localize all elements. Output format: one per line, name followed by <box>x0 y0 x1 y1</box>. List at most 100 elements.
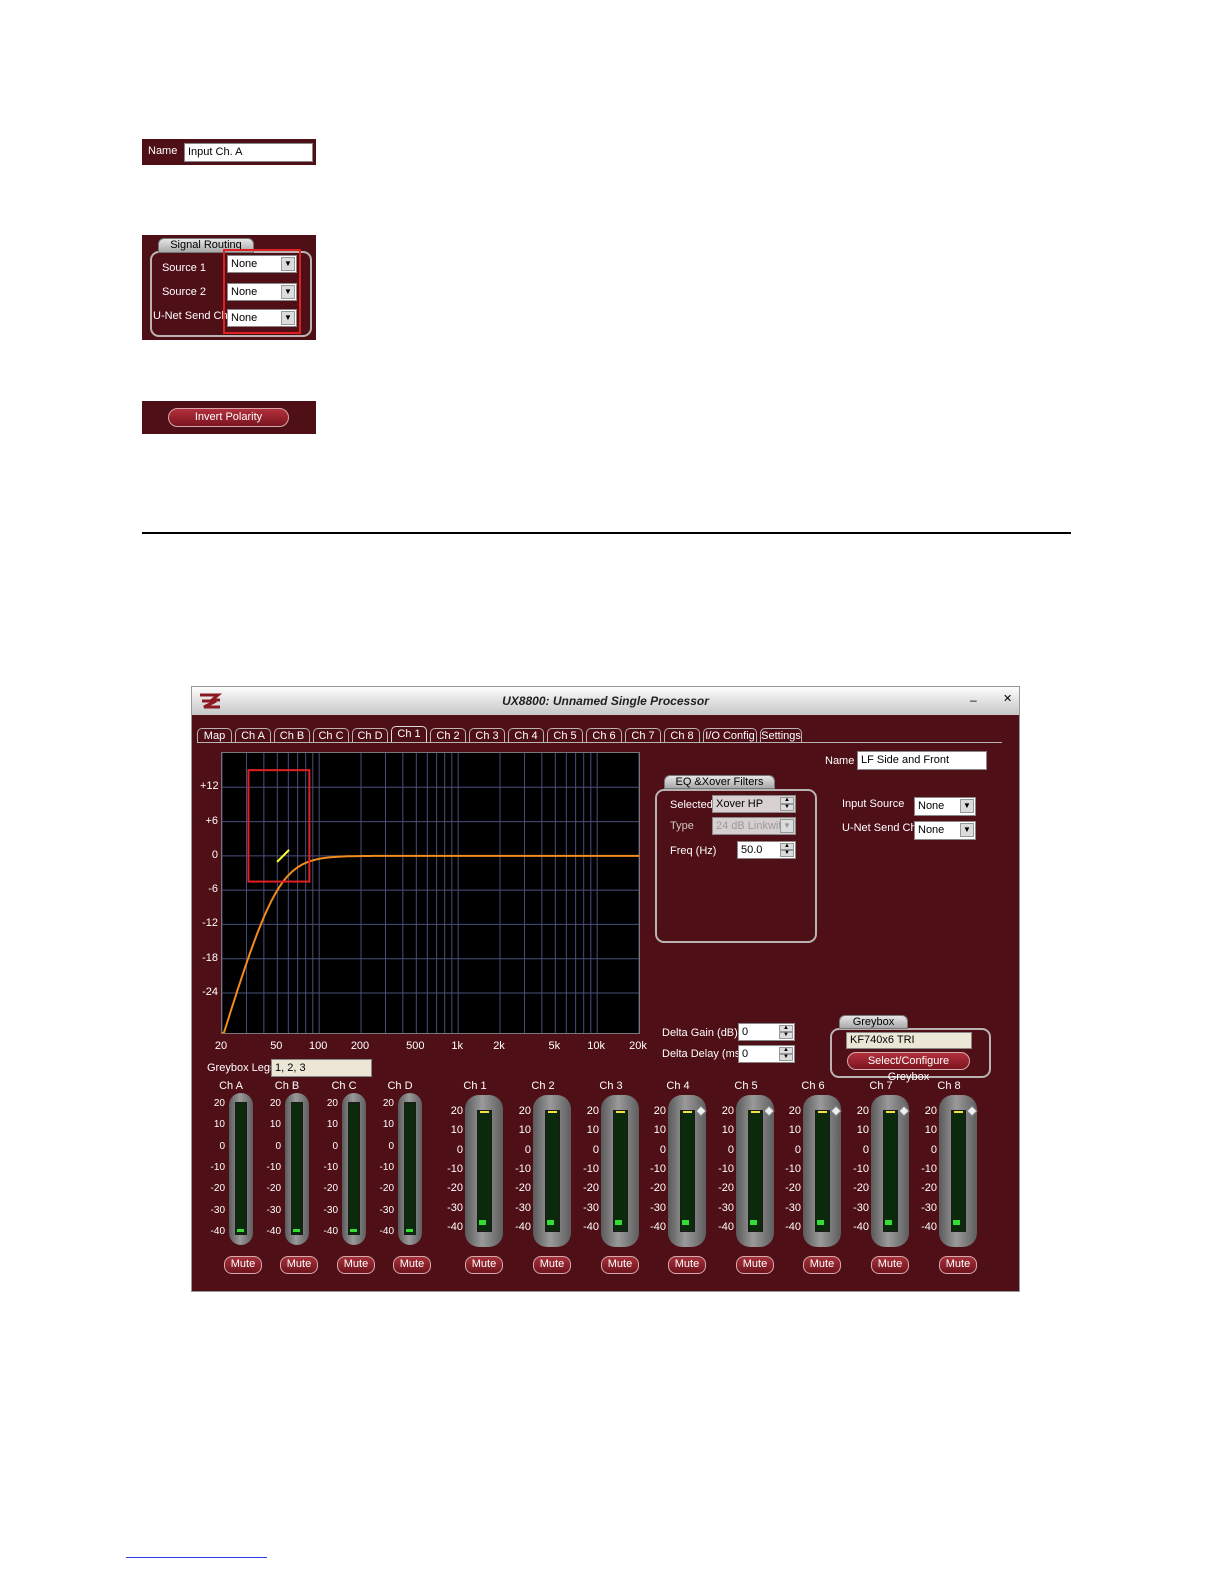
meter-scale-label: -30 <box>210 1204 225 1216</box>
delta-gain-spinner[interactable]: 0 ▲ ▼ <box>738 1023 795 1041</box>
chevron-up-icon[interactable]: ▲ <box>779 1047 793 1054</box>
mute-button-ch-b[interactable]: Mute <box>280 1256 318 1274</box>
tab-ch-1[interactable]: Ch 1 <box>391 726 427 743</box>
delta-delay-spinner[interactable]: 0 ▲ ▼ <box>738 1045 795 1063</box>
close-icon[interactable]: ✕ <box>1003 693 1013 705</box>
channel-name-label: Name <box>825 755 855 767</box>
filter-handle-marker <box>276 849 290 863</box>
mute-button-ch-2[interactable]: Mute <box>533 1256 571 1274</box>
unet-send-value: None <box>231 312 258 324</box>
meter-scale-label: -40 <box>718 1220 734 1233</box>
tab-ch-3[interactable]: Ch 3 <box>469 728 505 743</box>
meter-scale-label: 20 <box>856 1105 869 1117</box>
chevron-up-icon[interactable]: ▲ <box>779 1025 793 1032</box>
x-tick-label: 20k <box>629 1040 647 1052</box>
unet-send-select[interactable]: None ▼ <box>227 309 297 327</box>
mute-button-ch-4[interactable]: Mute <box>668 1256 706 1274</box>
chevron-down-icon[interactable]: ▼ <box>780 819 794 833</box>
meter-scale-label: -30 <box>583 1201 599 1214</box>
chevron-down-icon[interactable]: ▼ <box>780 804 794 811</box>
mute-button-ch-6[interactable]: Mute <box>803 1256 841 1274</box>
y-tick-label: +6 <box>205 814 218 827</box>
meter-channel-label: Ch 5 <box>734 1080 758 1092</box>
freq-spinner[interactable]: 50.0 ▲ ▼ <box>737 841 796 859</box>
meter-level <box>615 1220 622 1225</box>
chevron-down-icon[interactable]: ▼ <box>780 850 794 857</box>
meter-channel-label: Ch 1 <box>463 1080 487 1092</box>
meter-channel-label: Ch 6 <box>801 1080 825 1092</box>
frequency-response-plot[interactable] <box>221 752 640 1034</box>
meter-level <box>237 1229 244 1232</box>
title-bar[interactable]: UX8800: Unnamed Single Processor – ✕ <box>192 687 1019 715</box>
chevron-down-icon[interactable]: ▼ <box>960 823 974 837</box>
meter-scale-label: -10 <box>379 1161 394 1173</box>
chevron-down-icon[interactable]: ▼ <box>281 285 295 299</box>
meter-scale-label: -30 <box>266 1204 281 1216</box>
meter-scale-label: 0 <box>930 1143 937 1156</box>
chevron-down-icon[interactable]: ▼ <box>281 311 295 325</box>
chevron-down-icon[interactable]: ▼ <box>779 1054 793 1061</box>
tab-settings[interactable]: Settings <box>760 728 802 743</box>
eq-xover-group <box>655 789 817 943</box>
tab-ch-8[interactable]: Ch 8 <box>664 728 700 743</box>
meter-scale-label: 0 <box>456 1143 463 1156</box>
meter-scale-label: 10 <box>213 1119 225 1131</box>
meter-scale-label: 10 <box>382 1119 394 1131</box>
name-input[interactable]: Input Ch. A <box>184 143 313 162</box>
tab-i-o-config[interactable]: I/O Config <box>703 728 757 743</box>
meter-scale-label: -40 <box>785 1220 801 1233</box>
mute-button-ch-8[interactable]: Mute <box>939 1256 977 1274</box>
name-label: Name <box>148 145 178 157</box>
chevron-up-icon[interactable]: ▲ <box>780 797 794 804</box>
source-1-select[interactable]: None ▼ <box>227 255 297 273</box>
selected-filter-spinner[interactable]: Xover HP ▲ ▼ <box>712 795 796 813</box>
chevron-up-icon[interactable]: ▲ <box>780 843 794 850</box>
mute-button-ch-d[interactable]: Mute <box>393 1256 431 1274</box>
tab-ch-6[interactable]: Ch 6 <box>586 728 622 743</box>
ux8800-window: UX8800: Unnamed Single Processor – ✕ Map… <box>191 686 1020 1292</box>
mute-button-ch-a[interactable]: Mute <box>224 1256 262 1274</box>
mute-button-ch-c[interactable]: Mute <box>337 1256 375 1274</box>
meter-peak-indicator <box>886 1111 895 1113</box>
y-tick-label: -24 <box>202 986 218 998</box>
delta-delay-value: 0 <box>742 1048 749 1060</box>
tab-ch-a[interactable]: Ch A <box>235 728 271 743</box>
filter-type-select[interactable]: 24 dB Linkwit ▼ <box>712 817 796 835</box>
mute-button-ch-5[interactable]: Mute <box>736 1256 774 1274</box>
meter-level <box>750 1220 757 1225</box>
tab-ch-c[interactable]: Ch C <box>313 728 349 743</box>
meter-peak-indicator <box>751 1111 760 1113</box>
highlight-rectangle <box>223 249 301 334</box>
input-source-select[interactable]: None ▼ <box>914 797 976 816</box>
greybox-model-field: KF740x6 TRI <box>846 1032 972 1049</box>
tab-ch-b[interactable]: Ch B <box>274 728 310 743</box>
minimize-icon[interactable]: – <box>970 693 977 707</box>
mute-button-ch-7[interactable]: Mute <box>871 1256 909 1274</box>
tab-map[interactable]: Map <box>197 728 232 743</box>
mute-button-ch-3[interactable]: Mute <box>601 1256 639 1274</box>
selected-label: Selected <box>670 799 713 811</box>
meter-scale-label: -30 <box>921 1201 937 1214</box>
tab-ch-5[interactable]: Ch 5 <box>547 728 583 743</box>
footnote-link-underline[interactable] <box>126 1557 267 1558</box>
meter-scale-label: 20 <box>924 1105 937 1117</box>
tab-ch-d[interactable]: Ch D <box>352 728 388 743</box>
invert-polarity-button[interactable]: Invert Polarity <box>168 408 289 427</box>
tab-ch-2[interactable]: Ch 2 <box>430 728 466 743</box>
chevron-down-icon[interactable]: ▼ <box>960 799 974 813</box>
select-configure-greybox-button[interactable]: Select/Configure Greybox <box>847 1052 970 1083</box>
window-title: UX8800: Unnamed Single Processor <box>502 694 709 708</box>
unet-send-ch-select[interactable]: None ▼ <box>914 821 976 840</box>
chevron-down-icon[interactable]: ▼ <box>281 257 295 271</box>
input-source-value: None <box>918 800 945 812</box>
mute-button-ch-1[interactable]: Mute <box>465 1256 503 1274</box>
chevron-down-icon[interactable]: ▼ <box>779 1032 793 1039</box>
source-2-select[interactable]: None ▼ <box>227 283 297 301</box>
tab-ch-7[interactable]: Ch 7 <box>625 728 661 743</box>
x-tick-label: 200 <box>350 1040 370 1052</box>
meter-scale-label: 10 <box>518 1124 531 1137</box>
meter-scale-label: -10 <box>323 1161 338 1173</box>
channel-name-input[interactable]: LF Side and Front <box>857 751 987 770</box>
meter-scale-label: 10 <box>269 1119 281 1131</box>
tab-ch-4[interactable]: Ch 4 <box>508 728 544 743</box>
